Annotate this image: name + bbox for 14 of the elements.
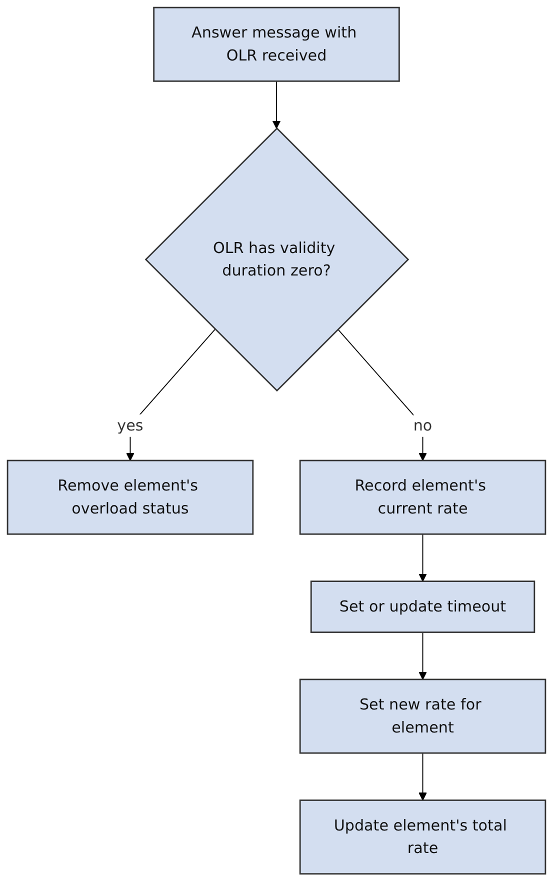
node-box: Remove element's overload status [6,460,254,535]
node-box: Set new rate for element [299,678,546,754]
node-box: Answer message with OLR received [153,6,400,82]
arrow [337,328,427,461]
node-box: Set or update timeout [310,580,536,633]
arrow [418,752,427,801]
node-diamond: OLR has validity duration zero? [144,127,410,392]
arrow [418,632,427,680]
node-box: Record element's current rate [299,460,546,535]
edge-label: no [413,416,432,434]
node-box: Update element's total rate [299,800,546,875]
edge-label: yes [117,416,144,434]
arrow [272,80,281,129]
arrow [418,534,427,582]
